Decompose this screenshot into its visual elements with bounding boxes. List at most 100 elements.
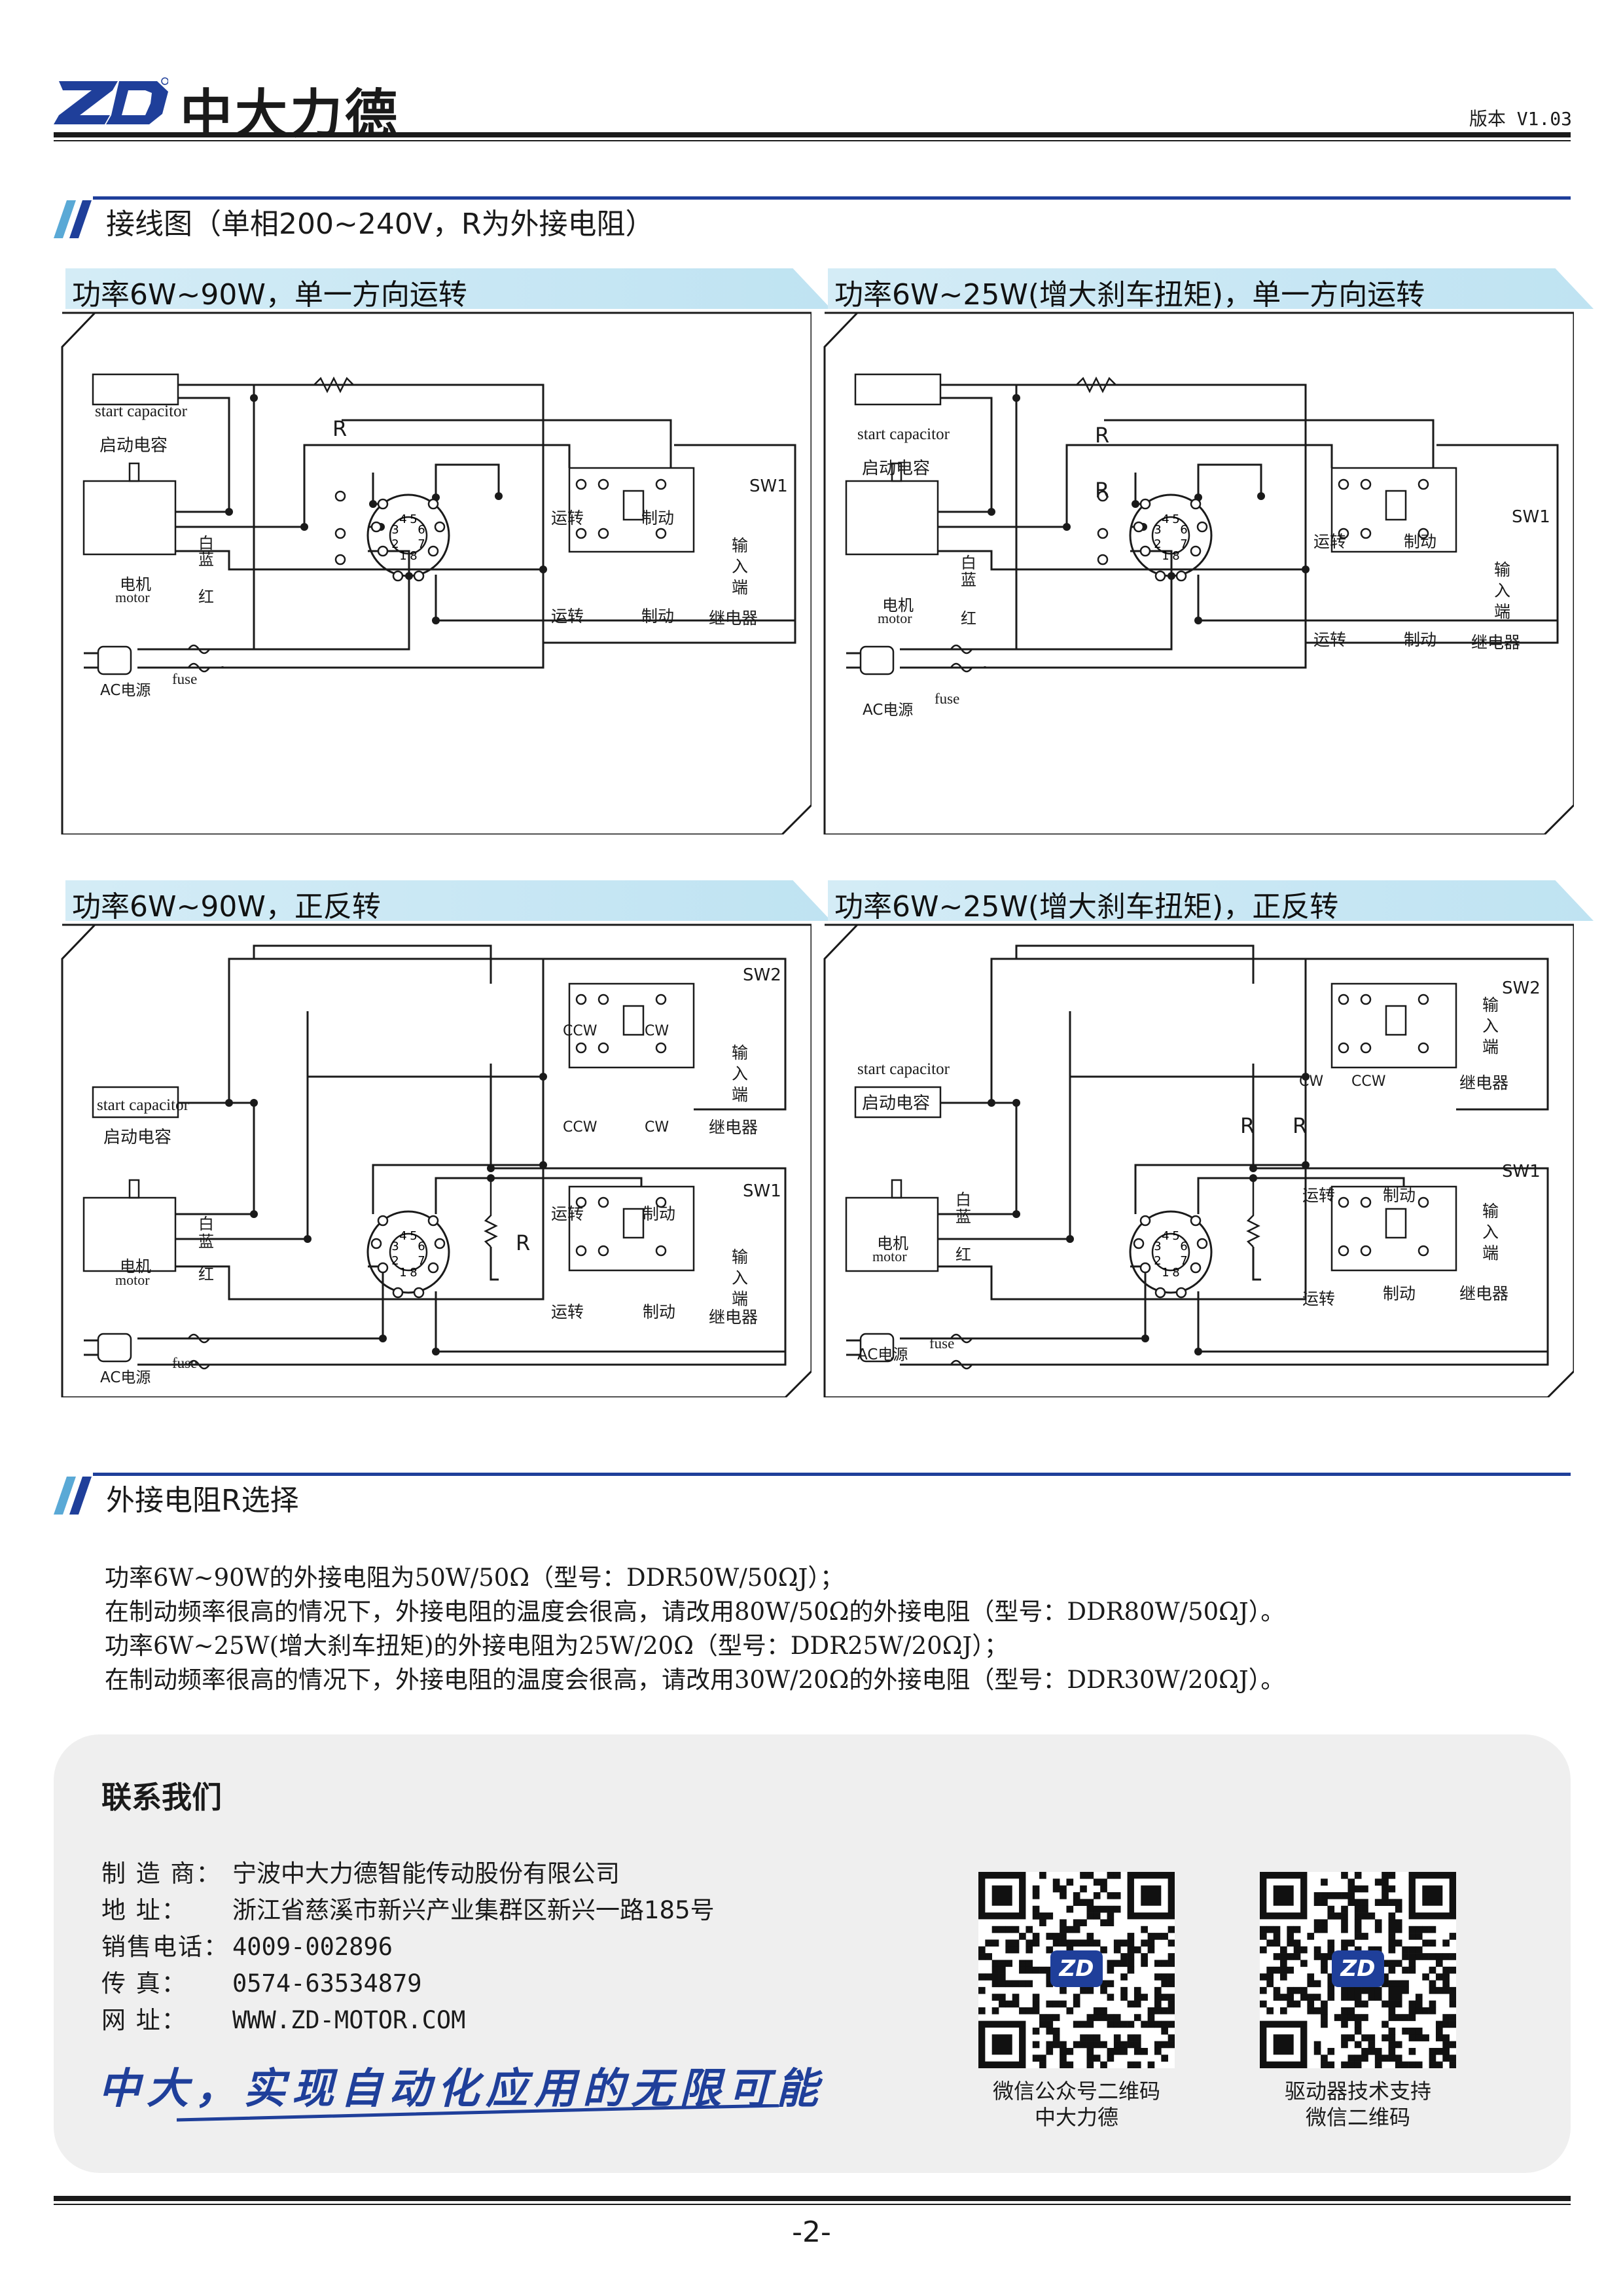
socket-pin-label: 8: [410, 1266, 417, 1280]
header-divider: [54, 132, 1571, 137]
footer-divider: [54, 2196, 1571, 2201]
driver-support-qr: ZD: [1260, 1872, 1457, 2069]
resistor-note-line: 在制动频率很高的情况下，外接电阻的温度会很高，请改用80W/50Ω的外接电阻（型…: [105, 1598, 1285, 1626]
wire-red: 红: [198, 588, 214, 606]
brake-label: 制动: [643, 1302, 676, 1321]
cw-label: CW: [1299, 1073, 1324, 1090]
socket-pin-label: 7: [418, 1254, 425, 1268]
input-label: 输入端: [1482, 996, 1499, 1056]
relay-label: 继电器: [1471, 633, 1521, 652]
contact-value: 0574-63534879: [232, 1969, 422, 1998]
switch-label: SW1: [1512, 507, 1550, 527]
resistor-notes: 功率6W~90W的外接电阻为50W/50Ω（型号：DDR50W/50ΩJ）； 在…: [105, 1561, 1577, 1697]
motor-cn: 电机: [120, 575, 151, 594]
socket-pin-label: 7: [1180, 537, 1187, 551]
input-label: 输入端: [732, 536, 749, 597]
switch2-label: SW2: [743, 965, 781, 985]
resistor-note-line: 功率6W~90W的外接电阻为50W/50Ω（型号：DDR50W/50ΩJ）；: [105, 1564, 844, 1592]
qr-center-logo: ZD: [1050, 1950, 1103, 1987]
input-label: 输入端: [732, 1247, 749, 1308]
wire-white: 白: [955, 1191, 971, 1209]
diagram-title: 功率6W~25W(增大刹车扭矩)，单一方向运转: [834, 278, 1425, 312]
relay-label: 继电器: [1459, 1073, 1509, 1092]
diagram-panel-4: 功率6W~25W(增大刹车扭矩)，正反转: [795, 880, 1594, 1397]
wire-blue: 蓝: [198, 550, 214, 569]
brake-label: 制动: [643, 1204, 676, 1223]
diagram-title-band: 功率6W~90W，单一方向运转: [65, 268, 831, 309]
fuse-label: fuse: [172, 1355, 198, 1371]
socket-pin-label: 4: [399, 512, 406, 526]
qr-caption-line: 微信公众号二维码: [992, 2079, 1160, 2104]
ccw-label: CCW: [1351, 1073, 1386, 1090]
start-capacitor-cn: 启动电容: [99, 436, 168, 456]
diagram-panel-2: 功率6W~25W(增大刹车扭矩)，单一方向运转: [795, 268, 1594, 834]
run-label: 运转: [1313, 532, 1347, 551]
motor-en: motor: [115, 589, 150, 605]
wire-red: 红: [961, 609, 976, 628]
wire-blue: 蓝: [198, 1232, 214, 1251]
contact-address: 地 址：浙江省慈溪市新兴产业集群区新兴一路185号: [101, 1890, 715, 1926]
wechat-official-qr: ZD: [978, 1872, 1175, 2069]
section-rule: [93, 196, 1571, 200]
socket-pin-label: 7: [1180, 1254, 1187, 1268]
start-capacitor-cn: 启动电容: [103, 1128, 172, 1147]
slogan: 中大，实现自动化应用的无限可能: [98, 2064, 825, 2113]
fuse-label: fuse: [935, 691, 960, 707]
start-capacitor-en: start capacitor: [857, 425, 950, 443]
qr-center-logo: ZD: [1332, 1950, 1384, 1987]
diagram-title-band: 功率6W~90W，正反转: [65, 880, 831, 921]
section-slash-icon: [54, 200, 92, 238]
brake-label: 制动: [641, 607, 675, 626]
socket-pin-label: 2: [1154, 1254, 1161, 1268]
ac-power-label: AC电源: [100, 682, 151, 699]
version-label: 版本 V1.03: [1469, 108, 1572, 130]
switch1-label: SW1: [1502, 1162, 1541, 1181]
resistor-section-title: 外接电阻R选择: [106, 1484, 299, 1517]
resistor-label: R: [1293, 1113, 1308, 1138]
header-divider-thin: [54, 140, 1571, 141]
qr-caption-line: 微信二维码: [1305, 2105, 1410, 2130]
qr-caption: 驱动器技术支持 微信二维码: [1240, 2078, 1476, 2130]
motor-cn: 电机: [877, 1234, 908, 1253]
start-capacitor-cn: 启动电容: [862, 459, 931, 478]
start-capacitor-en: start capacitor: [857, 1060, 950, 1078]
resistor-section-header: 外接电阻R选择: [54, 1473, 1571, 1518]
resistor-label: R: [1095, 423, 1110, 448]
contact-sales-phone: 销售电话：4009-002896: [101, 1927, 393, 1962]
socket-pin-label: 1: [1162, 549, 1169, 563]
section-rule: [93, 1473, 1571, 1476]
input-label: 输入端: [1494, 560, 1511, 621]
contact-title: 联系我们: [101, 1780, 222, 1815]
ac-power-label: AC电源: [857, 1346, 908, 1363]
footer-divider-thin: [54, 2204, 1571, 2205]
start-capacitor-en: start capacitor: [95, 403, 187, 420]
contact-fax: 传 真： 0574-63534879: [101, 1964, 422, 1999]
qr-caption-line: 中大力德: [1034, 2105, 1118, 2130]
start-capacitor-cn: 启动电容: [862, 1094, 931, 1113]
ac-power-label: AC电源: [100, 1369, 151, 1386]
wire-blue: 蓝: [955, 1208, 971, 1226]
brake-label: 制动: [1383, 1186, 1416, 1205]
switch-label: SW1: [749, 476, 788, 496]
relay-label: 继电器: [1459, 1284, 1509, 1303]
contact-label: 网 址：: [101, 2006, 187, 2034]
contact-value: 浙江省慈溪市新兴产业集群区新兴一路185号: [232, 1896, 715, 1924]
section-slash-icon: [54, 1477, 92, 1515]
brake-label: 制动: [1404, 630, 1437, 649]
contact-value: 4009-002896: [232, 1933, 393, 1961]
contact-label: 传 真：: [101, 1969, 187, 1998]
start-capacitor-en: start capacitor: [97, 1096, 189, 1114]
diagram-title-band: 功率6W~25W(增大刹车扭矩)，正反转: [828, 880, 1594, 921]
website-link[interactable]: WWW.ZD-MOTOR.COM: [232, 2006, 466, 2034]
run-label: 运转: [551, 1302, 584, 1321]
run-label: 运转: [551, 1204, 584, 1223]
motor-en: motor: [872, 1248, 907, 1265]
socket-pin-label: 8: [1172, 1266, 1179, 1280]
socket-pin-label: 8: [1172, 549, 1179, 563]
run-label: 运转: [551, 607, 584, 626]
cw-label: CW: [645, 1023, 669, 1039]
resistor-note-line: 功率6W~25W(增大刹车扭矩)的外接电阻为25W/20Ω（型号：DDR25W/…: [105, 1632, 1008, 1660]
socket-pin-label: 6: [418, 1240, 425, 1253]
socket-pin-label: 5: [1172, 1229, 1179, 1243]
